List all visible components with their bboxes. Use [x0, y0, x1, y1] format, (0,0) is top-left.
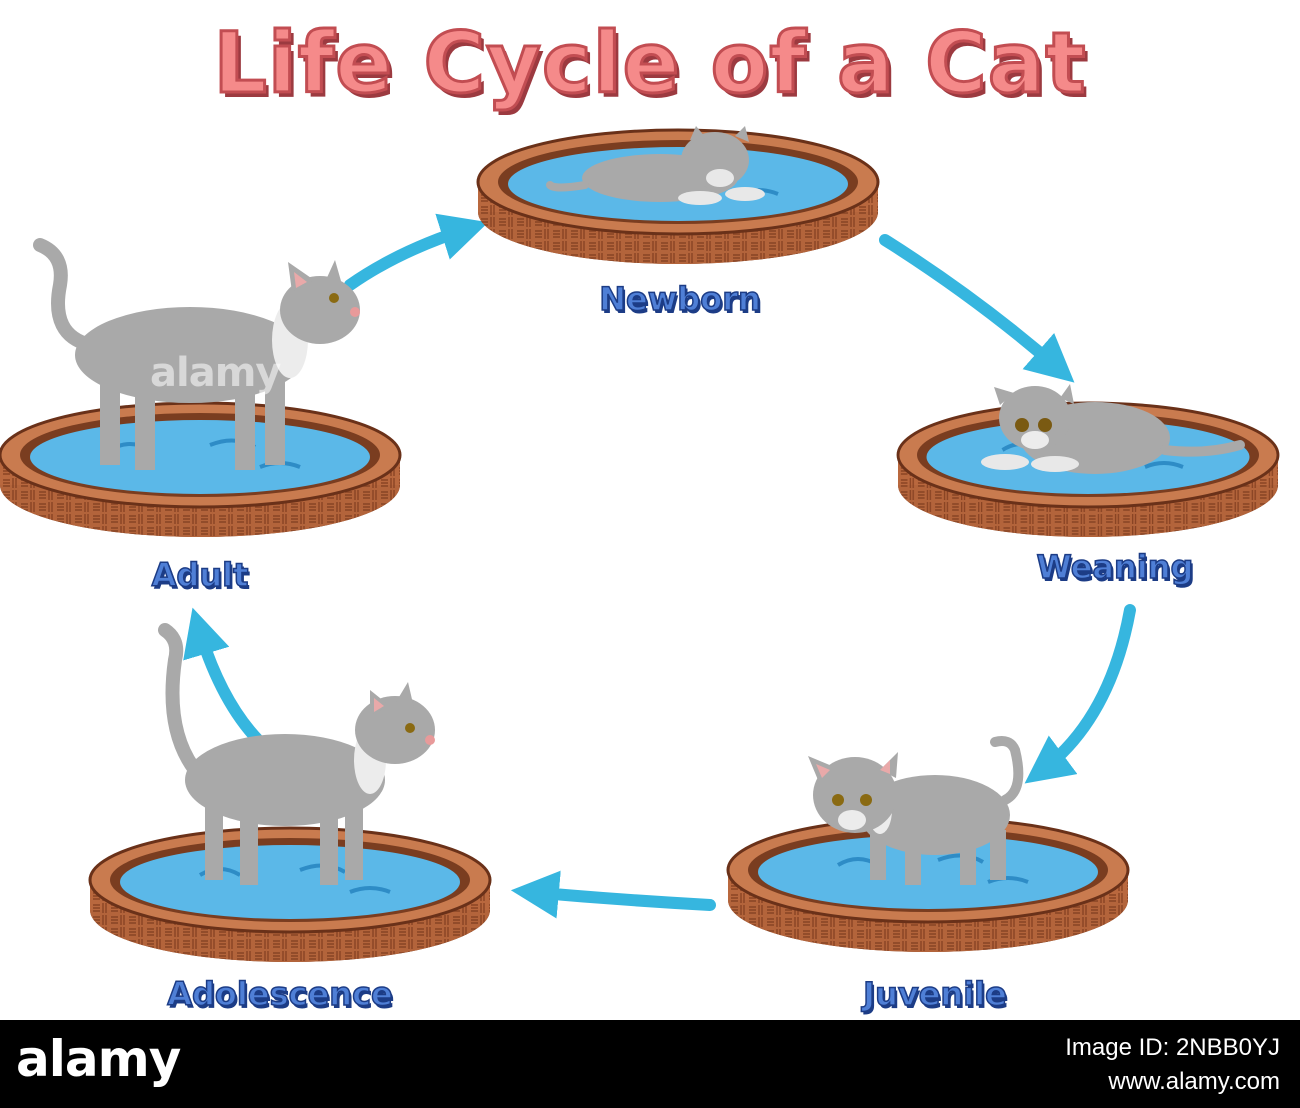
cycle-arrows — [183, 213, 1136, 919]
label-weaning: Weaning — [1036, 547, 1194, 587]
stage-juvenile-illustration — [726, 736, 1130, 954]
newborn-kitten-icon — [546, 126, 765, 205]
label-newborn: Newborn — [599, 279, 762, 319]
diagram-canvas — [0, 126, 1280, 964]
alamy-logo: alamy — [16, 1030, 181, 1088]
label-adolescence: Adolescence — [167, 974, 394, 1014]
arrow-newborn-to-weaning — [879, 234, 1075, 383]
weaning-kitten-icon — [981, 384, 1245, 474]
adult-cat-icon — [33, 238, 360, 470]
label-adult: Adult — [151, 555, 249, 595]
stage-adult-illustration — [0, 238, 402, 539]
adolescent-cat-icon — [158, 623, 435, 885]
arrow-weaning-to-juvenile — [1024, 604, 1136, 784]
image-meta: Image ID: 2NBB0YJ www.alamy.com — [1065, 1034, 1280, 1096]
stage-newborn-illustration — [476, 126, 880, 266]
life-cycle-diagram: Life Cycle of a Cat Newborn Weaning Juve… — [0, 13, 1280, 1014]
juvenile-cat-icon — [808, 736, 1024, 885]
site-url: www.alamy.com — [1108, 1068, 1280, 1095]
image-id: Image ID: 2NBB0YJ — [1065, 1034, 1280, 1061]
arrow-adolescence-to-adult — [183, 607, 264, 746]
stage-adolescence-illustration — [88, 623, 492, 964]
arrow-adult-to-newborn — [344, 213, 489, 291]
arrow-juvenile-to-adolescence — [510, 870, 716, 919]
page-title: Life Cycle of a Cat — [212, 13, 1087, 114]
footer-bar: alamy Image ID: 2NBB0YJ www.alamy.com — [0, 1020, 1300, 1108]
stage-weaning-illustration — [896, 384, 1280, 539]
label-juvenile: Juvenile — [862, 974, 1007, 1014]
